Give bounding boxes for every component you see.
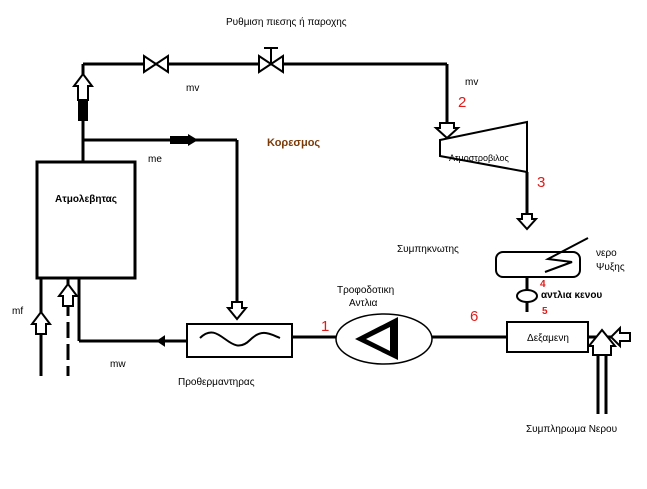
cooling-water-label-2: Ψυξης bbox=[596, 262, 625, 273]
boiler-box bbox=[35, 160, 137, 280]
boiler-label: Ατμολεβητας bbox=[55, 194, 117, 205]
arrow-right-extraction-icon bbox=[170, 134, 198, 146]
mw-label: mw bbox=[110, 359, 126, 370]
makeup-water-label: Συμπληρωμα Νερου bbox=[526, 424, 617, 435]
arrow-up-steam-icon bbox=[72, 72, 94, 101]
arrow-down-turbine-icon bbox=[433, 122, 461, 140]
feed-pump-label-2: Αντλια bbox=[349, 298, 378, 309]
vacuum-pump-label: αντλια κενου bbox=[541, 290, 602, 301]
valve-mv-icon bbox=[143, 54, 169, 74]
arrow-up-mf-icon bbox=[30, 310, 52, 335]
tank-box bbox=[506, 321, 589, 353]
vacuum-pump-icon bbox=[516, 289, 538, 303]
arrow-left-feedwater-icon bbox=[156, 335, 165, 347]
state-1-label: 1 bbox=[321, 318, 329, 335]
arrow-down-preheater-icon bbox=[225, 301, 249, 321]
tank-label: Δεξαμενη bbox=[527, 333, 569, 344]
preheater-coil-icon bbox=[199, 331, 281, 347]
preheater-box bbox=[186, 323, 293, 358]
feed-pump-triangle-inner bbox=[366, 327, 390, 351]
state-3-label: 3 bbox=[537, 174, 545, 191]
arrow-up-mf-dashed-icon bbox=[57, 282, 79, 307]
condenser-label: Συμπηκνωτης bbox=[397, 244, 459, 255]
feed-pump-label-1: Τροφοδοτικη bbox=[337, 285, 394, 296]
mv-top-label: mv bbox=[186, 83, 199, 94]
state-6-label: 6 bbox=[470, 308, 478, 325]
flow-arrows bbox=[30, 72, 631, 356]
mf-label: mf bbox=[12, 306, 23, 317]
preheater-label: Προθερμαντηρας bbox=[178, 377, 255, 388]
state-4-label: 4 bbox=[540, 279, 546, 290]
turbine-shape bbox=[439, 120, 528, 174]
condenser-box bbox=[495, 251, 581, 278]
arrow-up-makeup-icon bbox=[586, 328, 618, 356]
cooling-coil-icon bbox=[544, 237, 589, 273]
saturation-label: Κορεσμος bbox=[267, 137, 320, 149]
arrow-up-shaft-icon bbox=[78, 99, 88, 121]
state-2-label: 2 bbox=[458, 94, 466, 111]
mv-right-label: mv bbox=[465, 77, 478, 88]
valves bbox=[143, 47, 284, 74]
diagram-title: Ρυθμιση πιεσης ή παροχης bbox=[226, 16, 347, 28]
state-5-label: 5 bbox=[542, 306, 548, 317]
me-label: me bbox=[148, 154, 162, 165]
cooling-water-label-1: νερο bbox=[596, 248, 617, 259]
arrow-left-makeup-icon bbox=[609, 325, 631, 349]
arrow-down-condenser-icon bbox=[515, 213, 539, 231]
turbine-label: Ατμοστροβιλος bbox=[449, 153, 510, 163]
